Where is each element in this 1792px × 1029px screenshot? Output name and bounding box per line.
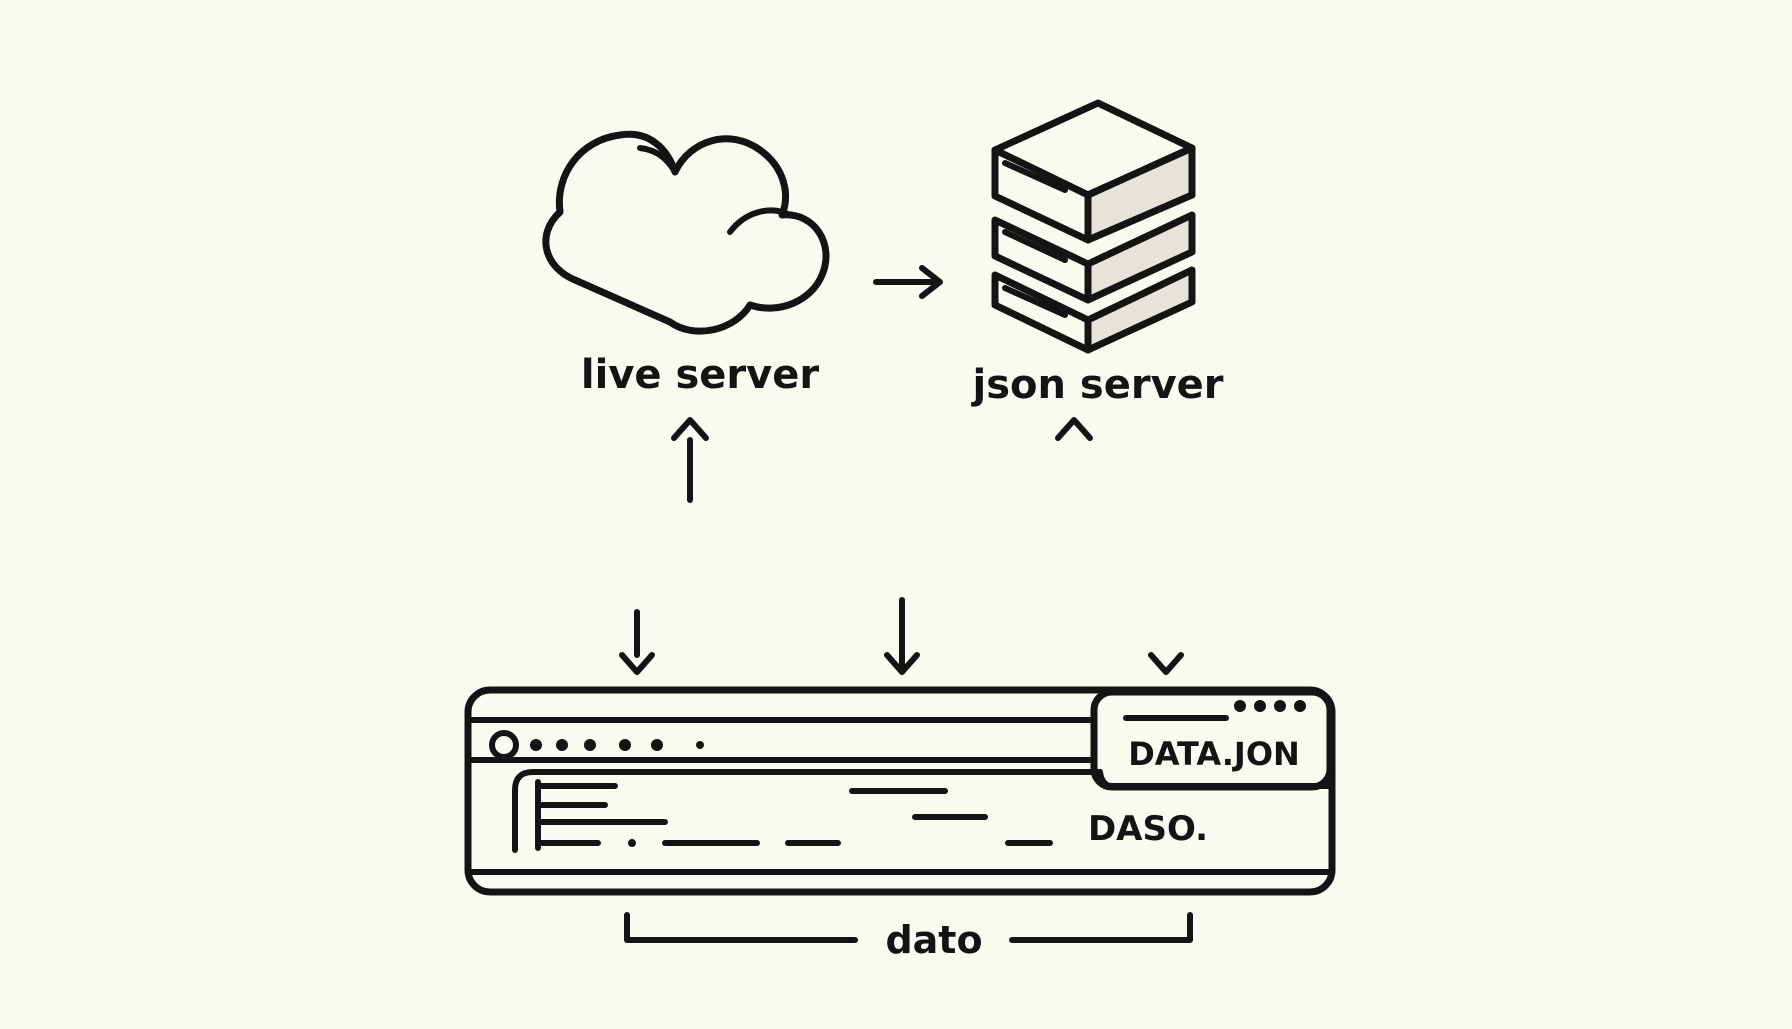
arrow-cloud-to-server <box>873 265 943 299</box>
dato-bracket: dato <box>624 912 1193 962</box>
window-control-dots <box>489 730 704 760</box>
cloud-icon <box>542 130 830 335</box>
two-way-connector <box>671 417 1093 503</box>
server-stack-icon <box>991 99 1196 354</box>
editor-panel: DASO. <box>512 769 1333 853</box>
json-server-label: json server <box>971 362 1224 408</box>
file-tab-label: DATA.JON <box>1128 735 1300 773</box>
distribution-arrows <box>619 597 1184 675</box>
bracket-label: dato <box>885 918 982 962</box>
app-window: DATA.JON DASO. <box>464 686 1336 896</box>
editor-text: DASO. <box>1088 809 1208 849</box>
file-tab[interactable]: DATA.JON <box>1090 688 1334 791</box>
live-server-label: live server <box>581 352 819 398</box>
